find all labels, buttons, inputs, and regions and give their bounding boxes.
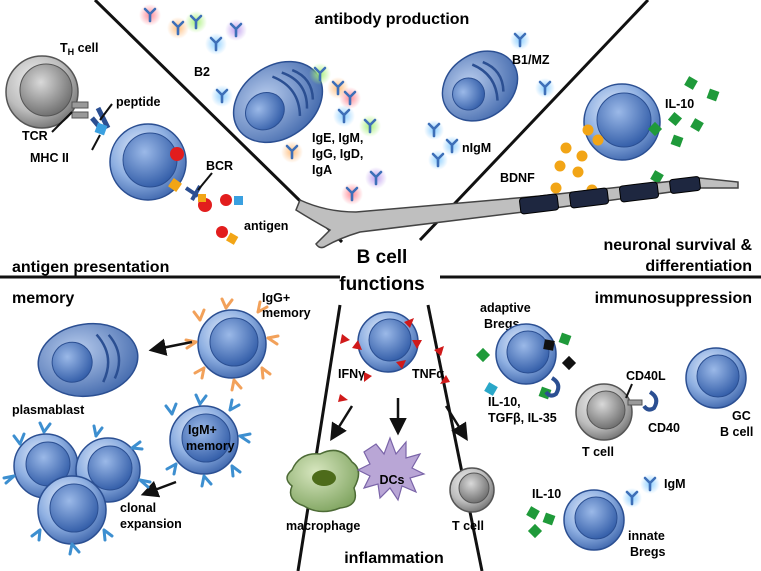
isotype-line2: IgG, IgD, bbox=[312, 147, 363, 161]
igg-receptors bbox=[184, 297, 280, 392]
center-title-line1: B cell bbox=[357, 247, 408, 268]
antibody-icons bbox=[139, 4, 387, 205]
macrophage-label: macrophage bbox=[286, 519, 360, 533]
il10-top-icons bbox=[647, 76, 720, 184]
plasmablast-label: plasmablast bbox=[12, 403, 85, 417]
plasmablast-cell bbox=[37, 322, 139, 398]
cytokine-icons bbox=[338, 318, 450, 402]
igg-memory-label-line1: IgG+ bbox=[262, 291, 290, 305]
neuronal-panel: IL-10 BDNF bbox=[295, 76, 739, 249]
th-cell-label: TH cell bbox=[60, 41, 98, 57]
bcr-label: BCR bbox=[206, 159, 233, 173]
immunosuppression-panel: adaptive Bregs IL-10, TGFβ, IL-35 T cell… bbox=[475, 301, 753, 559]
cd40l-interaction bbox=[544, 376, 561, 398]
section-memory: memory bbox=[12, 290, 74, 307]
center-title-line2: functions bbox=[339, 274, 425, 295]
igm-innate-antibodies bbox=[622, 474, 660, 508]
section-antibody-production: antibody production bbox=[315, 11, 470, 28]
section-immunosuppression: immunosuppression bbox=[595, 290, 752, 307]
igg-memory-label-line2: memory bbox=[262, 306, 311, 320]
igm-memory-label-line1: IgM+ bbox=[188, 423, 217, 437]
nigm-antibodies bbox=[424, 30, 555, 170]
gc-bcell-line1: GC bbox=[732, 409, 751, 423]
gc-bcell-line2: B cell bbox=[720, 425, 753, 439]
b2-label: B2 bbox=[194, 65, 210, 79]
mhc2-label: MHC II bbox=[30, 151, 69, 165]
igm-label: IgM bbox=[664, 477, 686, 491]
innate-bregs-line1: innate bbox=[628, 529, 665, 543]
dcs-label: DCs bbox=[379, 473, 404, 487]
t-cell-suppression-label: T cell bbox=[582, 445, 614, 459]
dc-cell bbox=[356, 436, 426, 502]
neuron-axon bbox=[295, 176, 739, 249]
tnf-label: TNFα bbox=[412, 367, 444, 381]
cd40-label: CD40 bbox=[648, 421, 680, 435]
section-antigen-presentation: antigen presentation bbox=[12, 259, 169, 276]
arrow-to-tcell bbox=[444, 405, 468, 441]
clonal-expansion-line1: clonal bbox=[120, 501, 156, 515]
arrow-to-macrophage bbox=[330, 405, 354, 441]
il10-innate-label: IL-10 bbox=[532, 487, 561, 501]
adaptive-bregs-line1: adaptive bbox=[480, 301, 531, 315]
isotype-line1: IgE, IgM, bbox=[312, 131, 363, 145]
arrow-to-clonal bbox=[140, 480, 177, 498]
memory-panel: IgG+ memory plasmablast IgM+ memory bbox=[2, 291, 311, 556]
peptide-icon bbox=[94, 122, 108, 136]
antibody-production-panel: B2 IgE, IgM, IgG, IgD, IgA B1/MZ bbox=[139, 4, 555, 205]
igm-memory-label-line2: memory bbox=[186, 439, 235, 453]
inflammation-panel: IFNγ TNFα macrophage DCs T cell bbox=[286, 311, 495, 533]
antigen-label: antigen bbox=[244, 219, 288, 233]
antigen-icon bbox=[170, 147, 184, 161]
il10-top-label: IL-10 bbox=[665, 97, 694, 111]
arrow-to-plasmablast bbox=[148, 338, 193, 356]
b1mz-label: B1/MZ bbox=[512, 53, 550, 67]
bcr-receptor bbox=[184, 185, 202, 201]
il-cytokines-line1: IL-10, bbox=[488, 395, 521, 409]
innate-bregs-line2: Bregs bbox=[630, 545, 665, 559]
plasma-cell-b1mz bbox=[441, 50, 519, 122]
antigen-presentation-panel: TH cell peptide TCR MHC II BCR antigen bbox=[5, 41, 288, 245]
bdnf-label: BDNF bbox=[500, 171, 535, 185]
peptide-label: peptide bbox=[116, 95, 160, 109]
plasma-cell-b2 bbox=[232, 60, 324, 144]
tcr-receptor bbox=[71, 101, 89, 109]
section-neuronal-line2: differentiation bbox=[645, 258, 752, 275]
isotype-line3: IgA bbox=[312, 163, 332, 177]
clonal-expansion-cells bbox=[2, 421, 152, 556]
section-neuronal-line1: neuronal survival & bbox=[604, 237, 753, 254]
clonal-expansion-line2: expansion bbox=[120, 517, 182, 531]
ifn-label: IFNγ bbox=[338, 367, 365, 381]
il-cytokines-line2: TGFβ, IL-35 bbox=[488, 411, 557, 425]
tcr-label: TCR bbox=[22, 129, 48, 143]
cd40l-label: CD40L bbox=[626, 369, 666, 383]
nigm-label: nIgM bbox=[462, 141, 491, 155]
th-cell-nucleus bbox=[19, 63, 73, 117]
bdnf-icons bbox=[550, 124, 604, 196]
igm-receptors bbox=[164, 393, 252, 488]
cd40-receptor bbox=[642, 390, 659, 412]
section-inflammation: inflammation bbox=[344, 550, 444, 567]
t-cell-inflammation-label: T cell bbox=[452, 519, 484, 533]
